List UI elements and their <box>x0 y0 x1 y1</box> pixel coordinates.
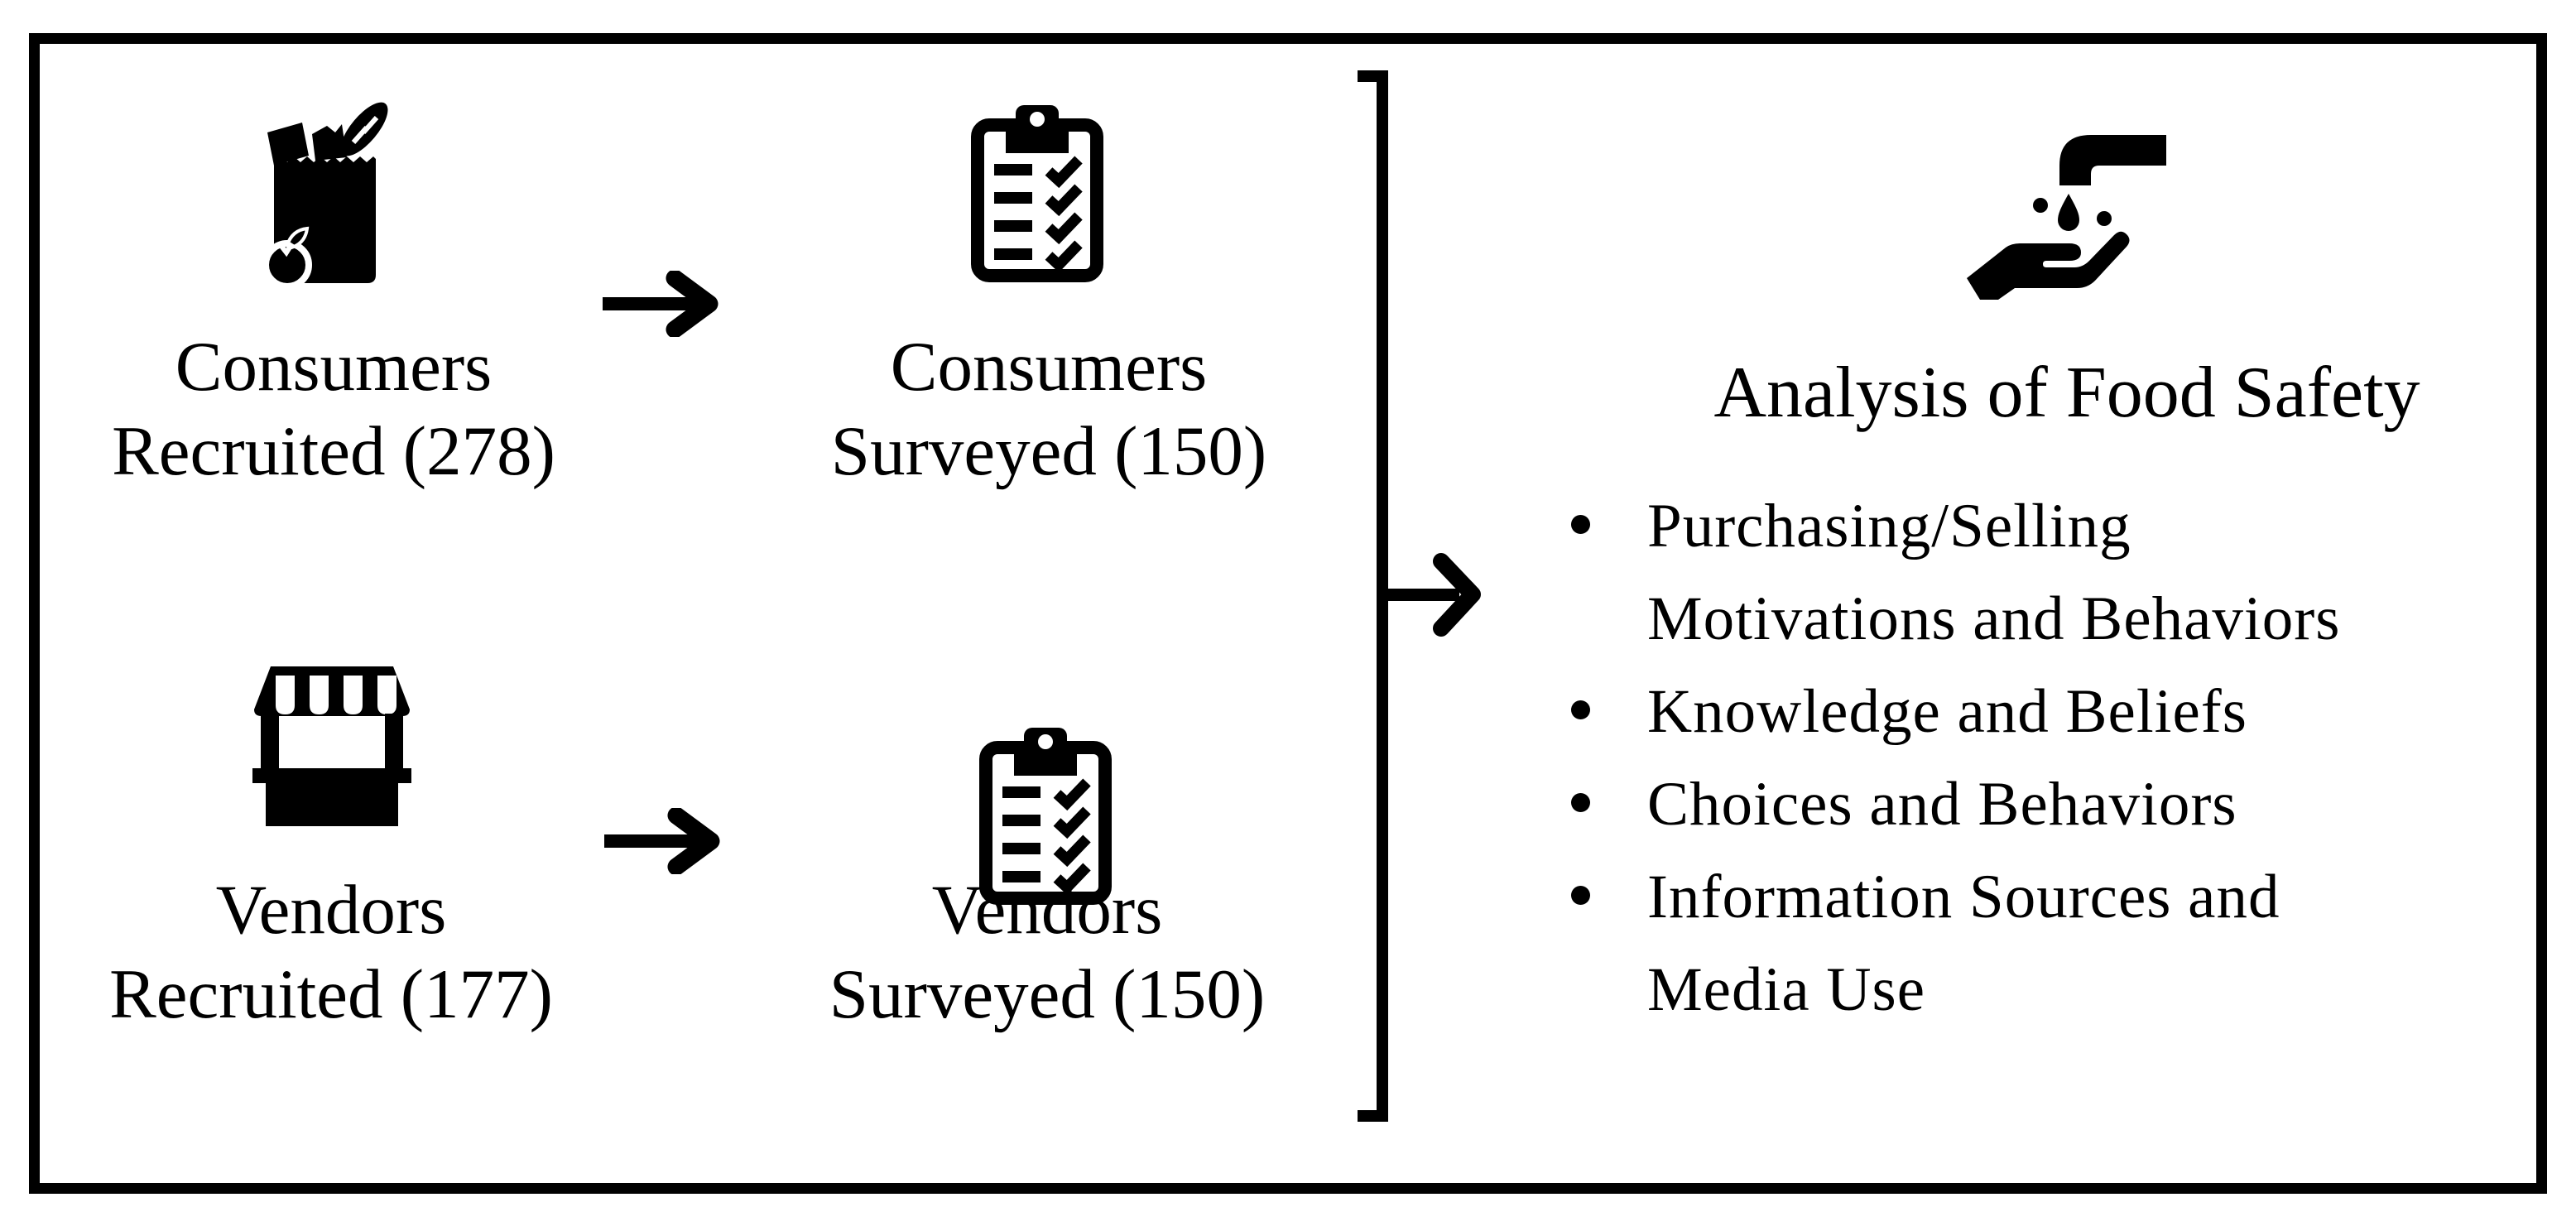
vendors-surveyed-label: Vendors Surveyed (150) <box>829 871 1266 1033</box>
figure-border <box>29 33 2547 1194</box>
grocery-bag-icon <box>262 102 388 288</box>
consumers-recruited-label: Consumers Recruited (278) <box>112 328 555 490</box>
bullet-choices-behaviors: Choices and Behaviors <box>1556 758 2516 851</box>
market-stall-icon <box>252 666 411 826</box>
analysis-title: Analysis of Food Safety <box>1713 353 2420 433</box>
bullet-knowledge-beliefs: Knowledge and Beliefs <box>1556 666 2516 758</box>
vendors-recruited-label: Vendors Recruited (177) <box>109 871 553 1033</box>
analysis-bullet-list: Purchasing/Selling Motivations and Behav… <box>1556 480 2516 1036</box>
right-arrow-icon <box>602 271 728 337</box>
consumers-surveyed-label: Consumers Surveyed (150) <box>830 328 1267 490</box>
right-arrow-icon <box>603 808 729 874</box>
survey-checklist-icon <box>971 103 1103 282</box>
grouping-bracket-arrow-icon <box>1358 70 1481 1122</box>
handwashing-icon <box>1967 135 2166 300</box>
bullet-information-sources: Information Sources and Media Use <box>1556 851 2516 1036</box>
bullet-purchasing-selling: Purchasing/Selling Motivations and Behav… <box>1556 480 2516 666</box>
